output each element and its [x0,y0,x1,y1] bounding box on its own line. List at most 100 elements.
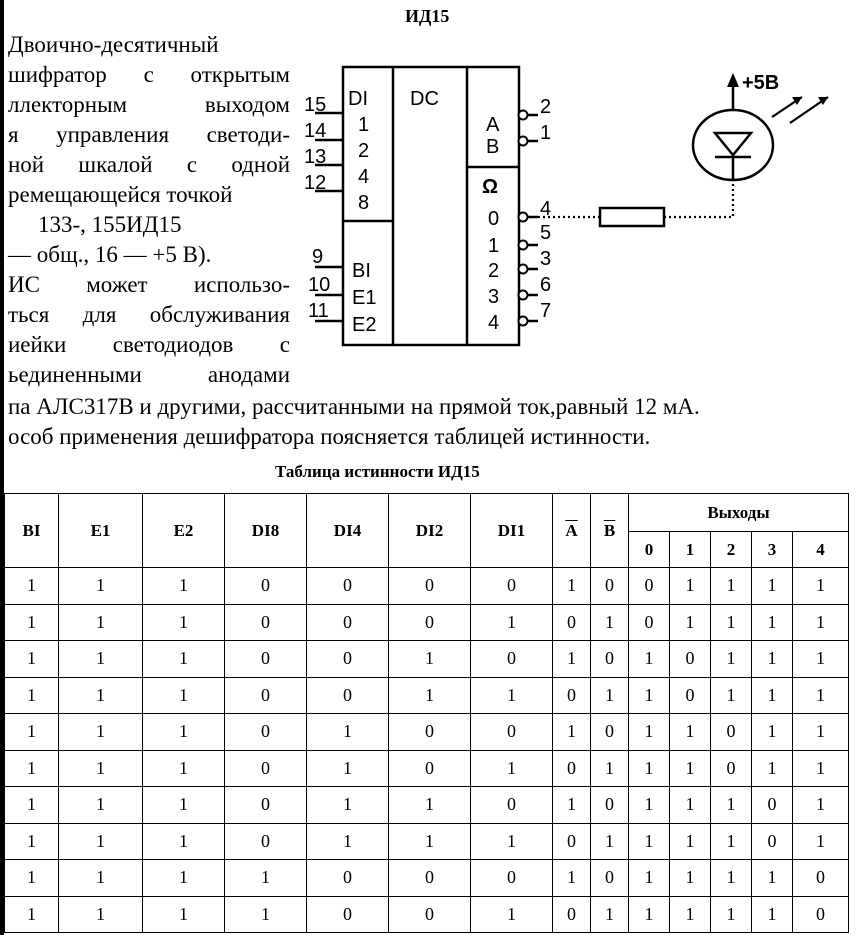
table-cell: 0 [388,603,471,641]
page-title: ИД15 [405,6,450,26]
table-cell: 1 [628,749,670,787]
text-line: ИС может использо- [8,272,290,297]
table-cell: 1 [628,676,670,714]
table-cell: 1 [4,640,59,678]
table-cell: 0 [224,640,307,678]
input-label: E1 [352,287,376,309]
table-cell: 1 [590,895,629,933]
column-header: DI4 [306,493,389,568]
column-header: E1 [58,493,143,568]
table-cell: 1 [751,603,793,641]
text-line: ться для обслуживания [8,302,290,327]
table-cell: 1 [710,640,752,678]
table-cell: 1 [628,822,670,860]
input-label: E2 [352,314,376,336]
pin-number: 3 [540,248,551,270]
table-cell: 0 [669,676,711,714]
text-line: я управления светоди- [8,122,290,147]
table-cell: 1 [306,786,389,824]
table-cell: 1 [628,859,670,897]
table-cell: 1 [4,603,59,641]
table-cell: 0 [751,822,793,860]
table-cell: 1 [142,567,225,605]
table-cell: 0 [388,859,471,897]
table-cell: 1 [4,567,59,605]
output-column-header: 2 [710,531,752,568]
pin-number: 11 [308,300,329,322]
table-cell: 0 [388,567,471,605]
table-cell: 1 [792,822,849,860]
table-cell: 0 [590,859,629,897]
table-cell: 0 [388,713,471,751]
input-label: 8 [358,192,369,214]
table-cell: 1 [4,749,59,787]
table-cell: 1 [628,786,670,824]
column-header: DI1 [470,493,553,568]
table-cell: 1 [710,676,752,714]
table-cell: 0 [306,603,389,641]
table-cell: 0 [388,895,471,933]
table-cell: 1 [224,859,307,897]
pin-number: 14 [304,120,326,142]
input-label: 4 [358,166,369,188]
input-label: 2 [358,140,369,162]
table-cell: 1 [669,567,711,605]
table-cell: 1 [470,603,553,641]
input-label: BI [352,260,371,282]
table-cell: 1 [4,822,59,860]
table-cell: 1 [792,567,849,605]
pin-number: 9 [312,246,323,268]
table-cell: 1 [751,567,793,605]
table-cell: 1 [710,786,752,824]
table-cell: 1 [751,895,793,933]
table-cell: 1 [552,567,591,605]
table-cell: 1 [142,786,225,824]
table-cell: 0 [470,567,553,605]
table-cell: 0 [792,859,849,897]
table-cell: 1 [470,895,553,933]
table-cell: 0 [470,640,553,678]
table-cell: 1 [669,786,711,824]
output-label: 3 [488,286,499,308]
text-line-wide: па АЛС317В и другими, рассчитанными на п… [8,394,700,419]
table-cell: 0 [306,640,389,678]
table-cell: 0 [306,676,389,714]
table-cell: 0 [552,749,591,787]
table-cell: 0 [224,786,307,824]
table-cell: 1 [4,859,59,897]
table-cell: 1 [710,895,752,933]
table-cell: 1 [58,749,143,787]
table-cell: 1 [306,713,389,751]
table-cell: 0 [710,713,752,751]
table-cell: 0 [628,567,670,605]
text-line: ьединенными анодами [8,362,290,387]
table-cell: 0 [590,567,629,605]
output-label: 0 [488,208,499,230]
table-cell: 0 [224,749,307,787]
output-label: B [486,136,499,158]
table-cell: 1 [669,822,711,860]
table-cell: 1 [710,822,752,860]
description-paragraph: Двоично-десятичный шифратор с открытым л… [8,30,290,390]
table-cell: 1 [142,895,225,933]
table-cell: 1 [792,786,849,824]
output-column-header: 3 [751,531,793,568]
table-cell: 1 [58,895,143,933]
text-line: — общ., 16 — +5 В). [8,242,212,267]
pin-number: 15 [304,94,326,116]
text-line: ремещающейся точкой [8,182,233,207]
table-cell: 0 [388,749,471,787]
table-cell: 0 [710,749,752,787]
output-label: 4 [488,312,499,334]
light-arrow-icon [792,97,802,105]
table-cell: 1 [669,603,711,641]
table-cell: 1 [58,567,143,605]
table-cell: 1 [58,640,143,678]
table-cell: 1 [388,786,471,824]
resistor [598,206,666,228]
pin-number: 12 [304,172,326,194]
input-label: 1 [358,114,369,136]
